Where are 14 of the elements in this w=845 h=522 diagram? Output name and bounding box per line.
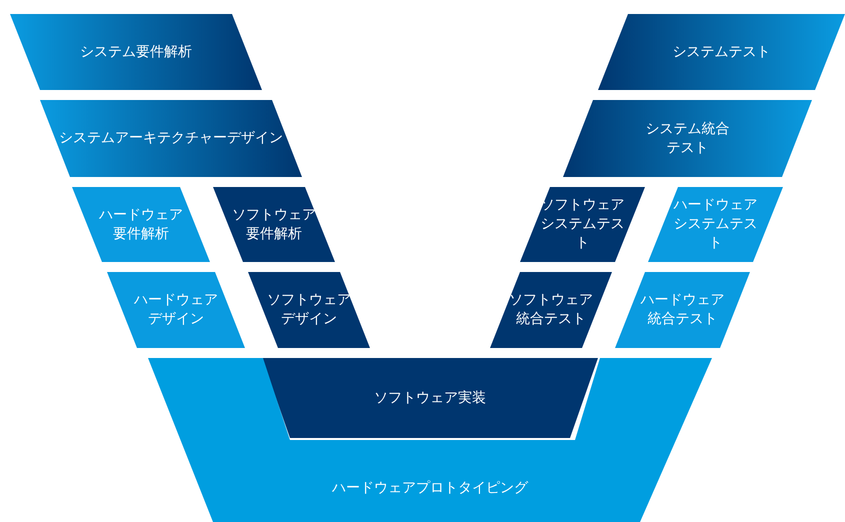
box-label: ソフトウェアデザイン [267, 291, 351, 329]
box-label: ハードウェアデザイン [134, 291, 218, 329]
parallelogram-box [598, 14, 845, 90]
box-label: ソフトウェア統合テスト [509, 291, 593, 329]
box-label: ハードウェアプロトタイピング [331, 479, 530, 498]
box-label: ハードウェア要件解析 [99, 206, 183, 244]
box-label: ソフトウェア要件解析 [232, 206, 316, 244]
box-label: システムアーキテクチャーデザイン [58, 129, 284, 148]
box-label: システム統合テスト [646, 120, 730, 158]
box-label: ソフトウェア実装 [373, 388, 487, 408]
box-label: ハードウェアシステムテスト [674, 196, 758, 253]
box-label: ハードウェア統合テスト [640, 291, 724, 329]
box-label: システム要件解析 [80, 42, 192, 62]
box-label: システムテスト [672, 42, 772, 62]
